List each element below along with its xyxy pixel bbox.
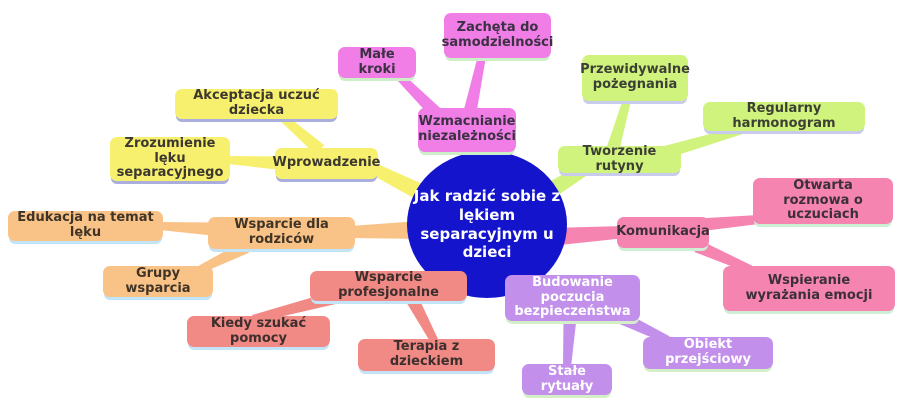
topic-label: Grupy wsparcia [125,265,191,296]
topic-label: Wspieranie wyrażania emocji [745,272,873,303]
topic-przewidywalne-pozegnania[interactable]: Przewidywalne pożegnania [580,55,690,101]
topic-otwarta-rozmowa-o-uczuciach[interactable]: Otwarta rozmowa o uczuciach [753,178,893,224]
central-topic-label: Jak radzić sobie z lękiem separacyjnym u… [413,187,561,262]
connector-zrozumienie-leku-separacyjnego [227,156,278,170]
topic-edukacja-na-temat-leku[interactable]: Edukacja na temat lęku [8,210,163,241]
topic-label: Wsparcie profesjonalne [338,270,439,300]
connector-zacheta-do-samodzielnosci [463,55,486,114]
topic-label: Tworzenie rutyny [582,143,657,174]
topic-label: Edukacja na temat lęku [17,210,154,240]
topic-label: Regularny harmonogram [732,100,836,131]
topic-label: Budowanie poczucia bezpieczeństwa [514,274,631,320]
topic-label: Kiedy szukać pomocy [210,315,307,346]
topic-label: Otwarta rozmowa o uczuciach [783,177,863,223]
topic-label: Wsparcie dla rodziców [234,217,329,247]
topic-label: Obiekt przejściowy [665,337,751,367]
connector-terapia-z-dzieckiem [406,295,439,344]
topic-label: Zachęta do samodzielności [441,19,554,50]
topic-male-kroki[interactable]: Małe kroki [338,47,416,78]
connector-stale-rytualy [563,317,577,368]
topic-label: Wprowadzenie [272,155,381,171]
topic-budowanie-poczucia-bezpieczenstwa[interactable]: Budowanie poczucia bezpieczeństwa [505,275,640,321]
topic-obiekt-przejsciowy[interactable]: Obiekt przejściowy [643,337,773,369]
topic-label: Przewidywalne pożegnania [580,62,690,92]
connector-akceptacja-uczuc-dziecka [279,113,325,155]
connector-grupy-wsparcia [199,241,249,273]
topic-label: Terapia z dzieckiem [389,339,464,369]
topic-label: Wzmacnianie niezależności [418,114,516,144]
topic-zacheta-do-samodzielnosci[interactable]: Zachęta do samodzielności [441,13,554,58]
topic-label: Komunikacja [616,224,710,240]
topic-grupy-wsparcia[interactable]: Grupy wsparcia [103,266,213,297]
topic-label: Akceptacja uczuć dziecka [193,88,320,118]
topic-regularny-harmonogram[interactable]: Regularny harmonogram [703,100,865,131]
topic-kiedy-szukac-pomocy[interactable]: Kiedy szukać pomocy [187,316,330,347]
topic-zrozumienie-leku-separacyjnego[interactable]: Zrozumienie lęku separacyjnego [110,135,230,181]
topic-stale-rytualy[interactable]: Stałe rytuały [522,364,612,395]
connector-przewidywalne-pozegnania [606,98,631,151]
connector-komunikacja [549,226,626,246]
topic-label: Zrozumienie lęku separacyjnego [116,135,224,181]
connector-regularny-harmonogram [661,125,747,160]
topic-terapia-z-dzieckiem[interactable]: Terapia z dzieckiem [358,339,495,371]
topic-wsparcie-dla-rodzicow[interactable]: Wsparcie dla rodziców [208,217,355,249]
topic-wsparcie-profesjonalne[interactable]: Wsparcie profesjonalne [310,270,467,301]
topic-wprowadzenie[interactable]: Wprowadzenie [272,148,381,179]
topic-label: Małe kroki [358,46,396,77]
topic-akceptacja-uczuc-dziecka[interactable]: Akceptacja uczuć dziecka [175,88,338,119]
topic-label: Stałe rytuały [540,363,594,394]
connector-male-kroki [394,71,441,118]
topic-komunikacja[interactable]: Komunikacja [616,217,710,248]
topic-tworzenie-rutyny[interactable]: Tworzenie rutyny [558,143,681,174]
topic-wzmacnianie-niezaleznosci[interactable]: Wzmacnianie niezależności [418,108,516,152]
connector-edukacja-na-temat-leku [159,222,213,236]
connector-wsparcie-dla-rodzicow [349,221,421,239]
connector-wspieranie-wyrazania-emocji [694,240,754,274]
topic-wspieranie-wyrazania-emocji[interactable]: Wspieranie wyrażania emocji [723,266,895,311]
